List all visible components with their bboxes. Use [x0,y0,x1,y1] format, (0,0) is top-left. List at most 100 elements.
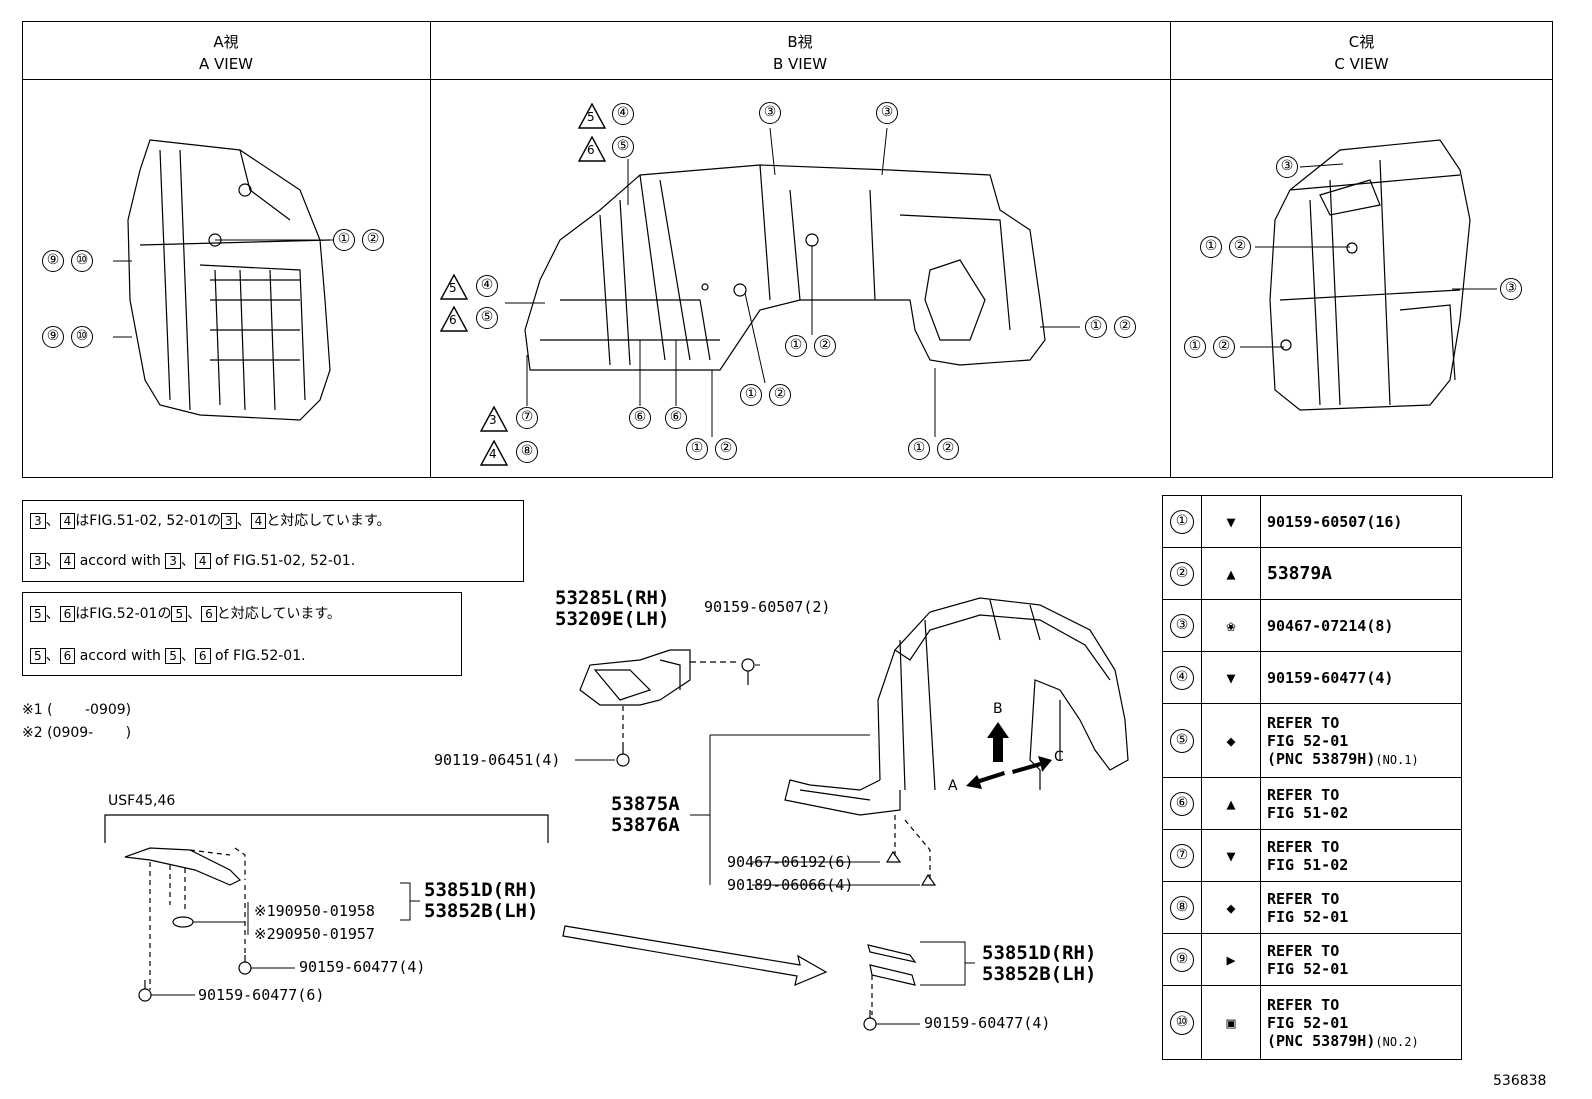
leader-53875a [690,734,920,886]
callout-8: ⑧ [516,441,538,463]
note-box-5-6 [22,592,462,676]
note-5-6-en: 5、6 accord with 5、6 of FIG.52-01. [30,645,306,665]
clip-icon: ▲ [1201,777,1261,830]
callout-2: ② [937,438,959,460]
part-53209e: 53209E(LH) [555,608,670,630]
part-90159-60477-6: 90159-60477(6) [198,986,325,1004]
part-90467-06192: 90467-06192(6) [727,853,854,871]
tri-6-ref: 6 [59,606,76,622]
legend-desc: FIG 51-02 [1267,855,1349,874]
tri-3-ref: 3 [30,553,46,569]
callout-1: ① [686,438,708,460]
transition-arrow [562,925,828,987]
arrow-label-a: A [948,778,958,794]
note-3-4-en-text: accord with [75,553,166,569]
note-5-6-en-end: of FIG.52-01. [210,648,306,664]
legend-desc: (PNC 53879H) [1267,1031,1376,1050]
legend-row: ①▼90159-60507(16) [1162,495,1462,548]
legend-desc: FIG 52-01 [1267,959,1349,978]
clip-icon: ▣ [1201,985,1261,1060]
footnote-1: ※1 ( -0909) [22,702,132,718]
triangle-4-label: 4 [489,447,497,461]
callout-6: ⑥ [665,407,687,429]
nut-icon: ◆ [1201,703,1261,778]
part-53851d-2: 53851D(RH) [982,942,1097,964]
legend-desc: REFER TO [1267,889,1340,908]
legend-number: ⑩ [1170,1010,1194,1035]
legend-number: ⑨ [1170,947,1194,972]
view-divider-ab [430,21,431,478]
triangle-6-label: 6 [449,313,457,327]
callout-1: ① [740,384,762,406]
usf-model-label: USF45,46 [108,793,176,809]
note-sep: 、 [187,606,202,622]
tri-6-ref: 6 [194,648,211,664]
legend-desc: REFER TO [1267,785,1340,804]
clip-icon: ▲ [1201,547,1261,600]
callout-1: ① [1085,316,1107,338]
screw-icon: ▼ [1201,829,1261,882]
triangle-3-marker [480,406,508,432]
triangle-5-marker [578,103,606,129]
tri-6-ref: 6 [59,648,76,664]
note-5-6-en-text: accord with [75,648,166,664]
triangle-3-label: 3 [489,413,497,427]
note-5-6-jp-end: と対応しています。 [216,606,341,622]
bolt-icon: ▼ [1201,495,1261,548]
part-53852b-2: 53852B(LH) [982,963,1097,985]
tri-3-ref: 3 [30,513,46,529]
tri-3-ref: 3 [221,513,237,529]
bracket-53285l-drawing [579,649,740,745]
callout-1: ① [785,335,807,357]
callout-9: ⑨ [42,250,64,272]
callout-1: ① [908,438,930,460]
callout-3: ③ [1276,156,1298,178]
legend-desc: REFER TO [1267,837,1340,856]
note-sep: 、 [45,606,60,622]
note-3-4-jp-end: と対応しています。 [266,513,391,529]
b-view-jp-label: B視 [787,33,813,51]
legend-number: ⑦ [1170,843,1194,868]
fender-liner-drawing [784,597,1129,880]
note-sep: 、 [45,513,60,529]
tri-5-ref: 5 [171,606,188,622]
legend-extra: (NO.2) [1375,1034,1419,1049]
callout-7: ⑦ [516,407,538,429]
legend-desc: FIG 52-01 [1267,907,1349,926]
legend-desc: REFER TO [1267,941,1340,960]
b-view-en-label: B VIEW [772,55,828,73]
legend-desc: REFER TO [1267,713,1340,732]
callout-2: ② [362,229,384,251]
callout-3: ③ [759,102,781,124]
note-3-4-jp-text: はFIG.51-02, 52-01の [75,513,222,529]
triangle-5-marker [440,274,468,300]
part-53876a: 53876A [611,814,680,836]
tri-3-ref: 3 [165,553,181,569]
callout-2: ② [1213,336,1235,358]
callout-10: ⑩ [71,250,93,272]
tri-4-ref: 4 [194,553,211,569]
callout-5: ⑤ [476,307,498,329]
legend-number: ⑧ [1170,895,1194,920]
triangle-6-marker [440,306,468,332]
legend-desc: REFER TO [1267,995,1340,1014]
part-53875a: 53875A [611,793,680,815]
c-view-en-label: C VIEW [1334,55,1389,73]
legend-number: ③ [1170,613,1194,638]
c-view-liner-drawing [1269,139,1471,411]
legend-desc: FIG 52-01 [1267,1013,1349,1032]
c-view-header: C視 C VIEW [1170,31,1553,75]
arrow-label-c: C [1054,749,1064,765]
note-sep: 、 [180,648,195,664]
c-view-jp-label: C視 [1348,33,1375,51]
view-divider-bc [1170,21,1171,478]
note-box-3-4 [22,500,524,582]
a-view-jp-label: A視 [213,33,239,51]
legend-desc: 90159-60507(16) [1267,512,1403,531]
callout-1: ① [1200,236,1222,258]
